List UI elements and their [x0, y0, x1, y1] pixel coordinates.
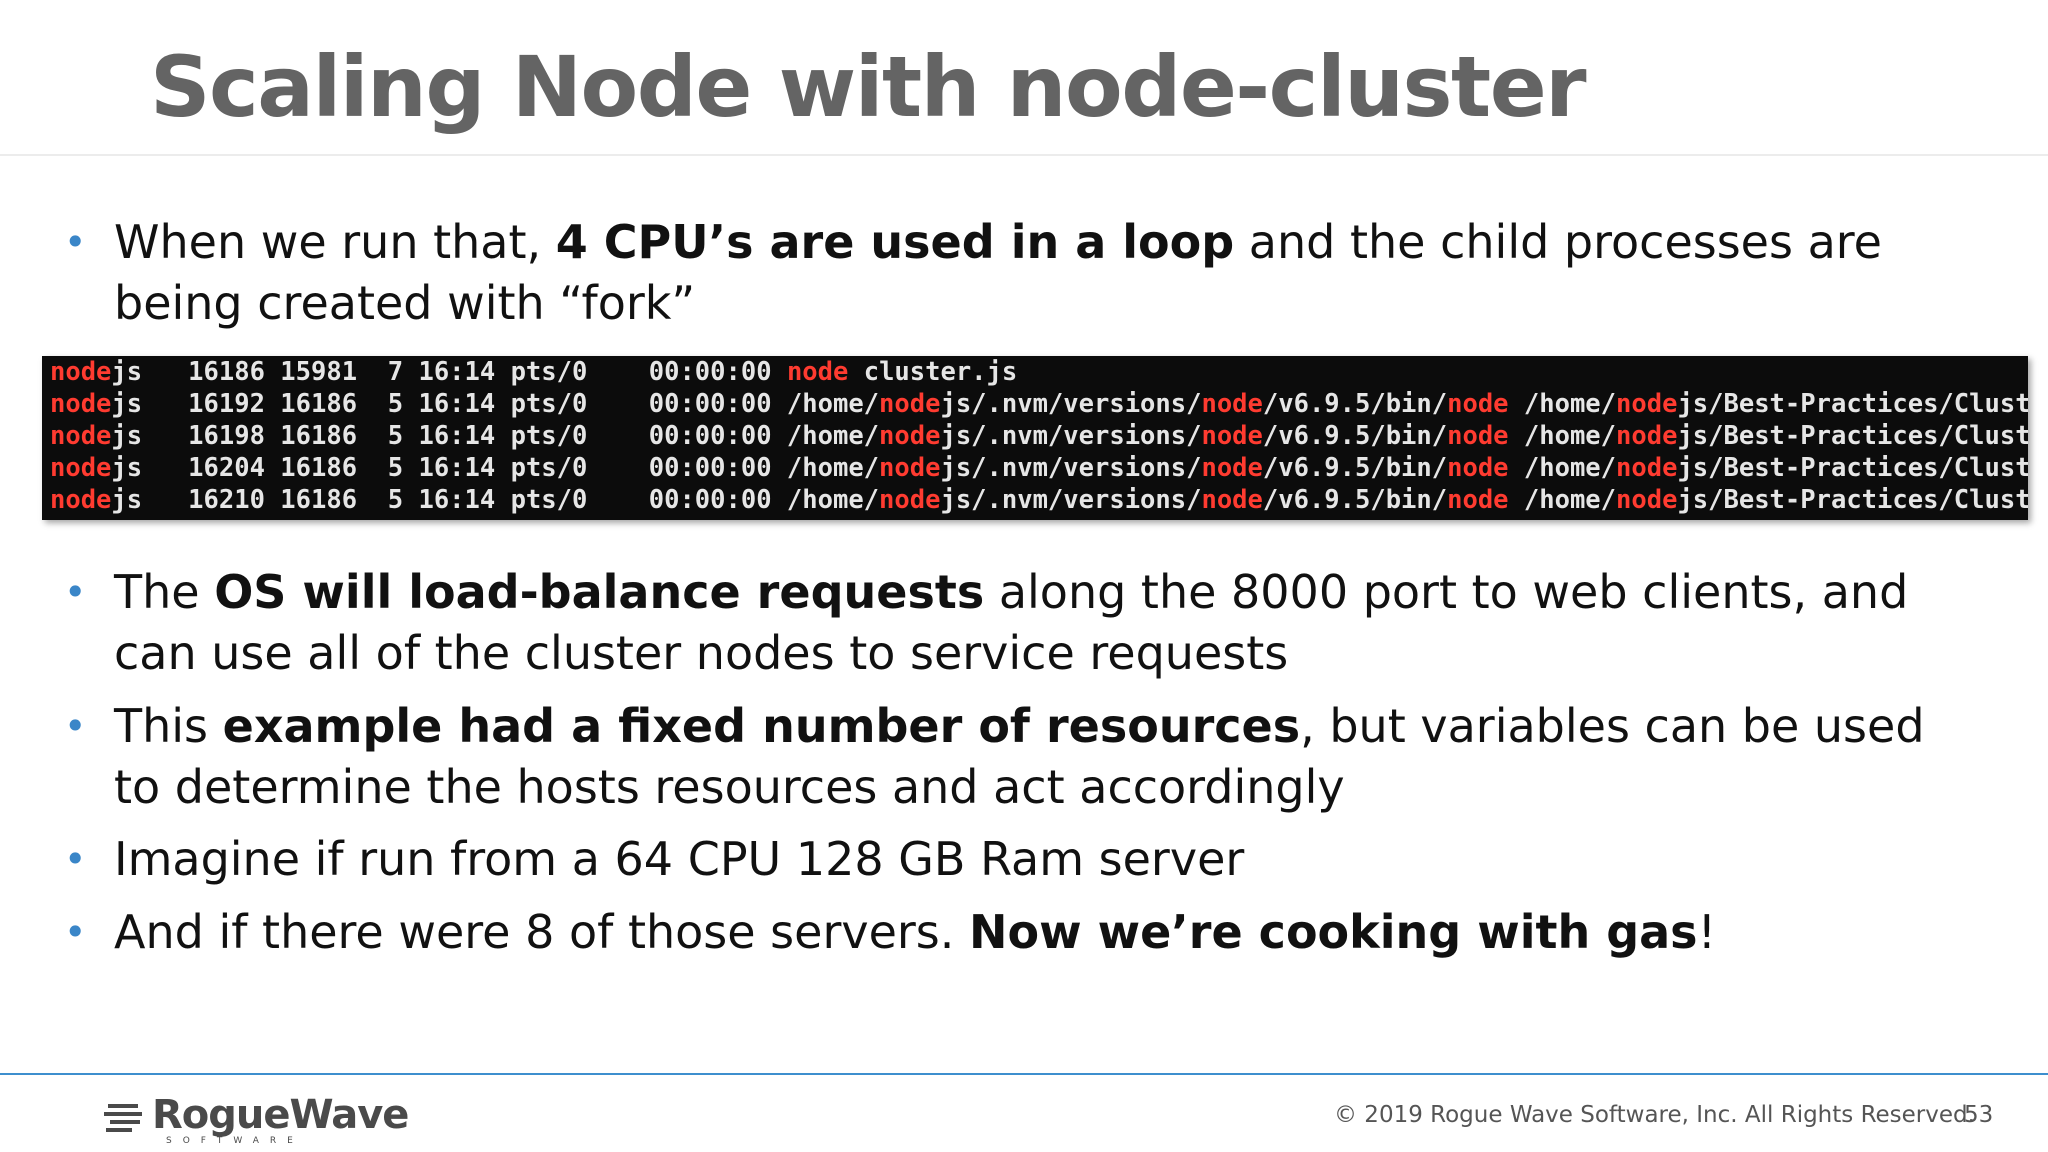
terminal-keyword: node: [1447, 421, 1509, 451]
terminal-text: /v6.9.5/bin/: [1262, 421, 1448, 451]
bullet-segment: Imagine if run from a 64 CPU 128 GB Ram …: [114, 832, 1245, 886]
logo-subtext: SOFTWARE: [166, 1136, 304, 1146]
terminal-text: js/.nvm/versions/: [940, 453, 1202, 483]
bullet-item: • And if there were 8 of those servers. …: [64, 902, 1944, 963]
bullet-segment: This: [114, 699, 223, 753]
terminal-line: nodejs 16204 16186 5 16:14 pts/0 00:00:0…: [50, 452, 2028, 484]
bullet-item: • When we run that, 4 CPU’s are used in …: [64, 212, 1944, 334]
terminal-text: /home/: [1508, 389, 1617, 419]
terminal-keyword: node: [879, 485, 941, 515]
page-number: 53: [1964, 1102, 1994, 1128]
terminal-text: js/.nvm/versions/: [940, 389, 1202, 419]
terminal-text: /v6.9.5/bin/: [1262, 389, 1448, 419]
bullet-dot-icon: •: [64, 704, 87, 748]
terminal-keyword: node: [1616, 421, 1678, 451]
roguewave-logo: RogueWave SOFTWARE: [104, 1090, 409, 1146]
bullet-text: When we run that, 4 CPU’s are used in a …: [114, 215, 1882, 330]
terminal-text: /v6.9.5/bin/: [1262, 485, 1448, 515]
bullet-segment: When we run that,: [114, 215, 556, 269]
terminal-keyword: node: [1447, 485, 1509, 515]
terminal-output: nodejs 16186 15981 7 16:14 pts/0 00:00:0…: [42, 356, 2028, 520]
terminal-keyword: node: [1201, 453, 1263, 483]
bullet-segment: , but variables can be used to determine…: [114, 699, 1925, 814]
bullet-text: The OS will load-balance requests along …: [114, 565, 1908, 680]
bullet-text: This example had a fixed number of resou…: [114, 699, 1925, 814]
bullet-text: And if there were 8 of those servers. No…: [114, 905, 1716, 959]
bullet-item: • The OS will load-balance requests alon…: [64, 562, 1944, 684]
terminal-text: js 16210 16186 5 16:14 pts/0 00:00:00 /h…: [111, 485, 880, 515]
terminal-text: js 16192 16186 5 16:14 pts/0 00:00:00 /h…: [111, 389, 880, 419]
bullet-segment: along the 8000 port to web clients, and …: [114, 565, 1909, 680]
bullet-emphasis: Now we’re cooking with gas: [969, 905, 1698, 959]
terminal-text: js/Best-Practices/ClusterDemo/cluster.js: [1677, 485, 2028, 515]
terminal-keyword: node: [50, 485, 112, 515]
bullet-segment: The: [114, 565, 215, 619]
terminal-text: js 16204 16186 5 16:14 pts/0 00:00:00 /h…: [111, 453, 880, 483]
copyright-notice: © 2019 Rogue Wave Software, Inc. All Rig…: [1334, 1102, 1975, 1128]
bullet-segment: !: [1697, 905, 1717, 959]
bullet-dot-icon: •: [64, 837, 87, 881]
terminal-line: nodejs 16192 16186 5 16:14 pts/0 00:00:0…: [50, 388, 2028, 420]
bullet-segment: and the child processes are being create…: [114, 215, 1882, 330]
terminal-text: js/.nvm/versions/: [940, 485, 1202, 515]
slide-title: Scaling Node with node-cluster: [150, 38, 1587, 136]
bullet-dot-icon: •: [64, 220, 87, 264]
bullet-dot-icon: •: [64, 570, 87, 614]
terminal-keyword: node: [1201, 421, 1263, 451]
bullet-segment: And if there were 8 of those servers.: [114, 905, 969, 959]
terminal-keyword: node: [879, 389, 941, 419]
terminal-text: js 16198 16186 5 16:14 pts/0 00:00:00 /h…: [111, 421, 880, 451]
terminal-keyword: node: [879, 453, 941, 483]
terminal-keyword: node: [786, 357, 849, 387]
bullet-emphasis: 4 CPU’s are used in a loop: [555, 215, 1235, 269]
terminal-keyword: node: [1616, 389, 1678, 419]
terminal-text: /home/: [1508, 453, 1617, 483]
terminal-text: js/Best-Practices/ClusterDemo/cluster.js: [1677, 421, 2028, 451]
terminal-keyword: node: [50, 357, 112, 387]
logo-wordmark: RogueWave: [152, 1092, 409, 1138]
bullet-emphasis: example had a fixed number of resources: [222, 699, 1301, 753]
terminal-keyword: node: [1616, 485, 1678, 515]
bullet-text: Imagine if run from a 64 CPU 128 GB Ram …: [114, 832, 1244, 886]
terminal-keyword: node: [50, 421, 112, 451]
terminal-text: /home/: [1508, 421, 1617, 451]
terminal-keyword: node: [1201, 485, 1263, 515]
terminal-keyword: node: [50, 389, 112, 419]
bullet-item: • Imagine if run from a 64 CPU 128 GB Ra…: [64, 829, 1944, 890]
terminal-text: js/.nvm/versions/: [940, 421, 1202, 451]
bullet-emphasis: OS will load-balance requests: [214, 565, 985, 619]
footer-divider: [0, 1073, 2048, 1075]
terminal-text: js/Best-Practices/ClusterDemo/cluster.js: [1677, 389, 2028, 419]
terminal-keyword: node: [879, 421, 941, 451]
terminal-text: /home/: [1508, 485, 1617, 515]
terminal-text: js/Best-Practices/ClusterDemo/cluster.js: [1677, 453, 2028, 483]
title-divider: [0, 154, 2048, 156]
terminal-text: js 16186 15981 7 16:14 pts/0 00:00:00: [111, 357, 787, 387]
logo-stripes-icon: [104, 1104, 142, 1132]
terminal-keyword: node: [1447, 389, 1509, 419]
terminal-line: nodejs 16210 16186 5 16:14 pts/0 00:00:0…: [50, 484, 2028, 516]
terminal-keyword: node: [1201, 389, 1263, 419]
terminal-keyword: node: [1447, 453, 1509, 483]
terminal-line: nodejs 16198 16186 5 16:14 pts/0 00:00:0…: [50, 420, 2028, 452]
bullet-dot-icon: •: [64, 910, 87, 954]
terminal-keyword: node: [1616, 453, 1678, 483]
terminal-text: cluster.js: [848, 357, 1018, 387]
terminal-line: nodejs 16186 15981 7 16:14 pts/0 00:00:0…: [50, 356, 1017, 388]
terminal-keyword: node: [50, 453, 112, 483]
terminal-text: /v6.9.5/bin/: [1262, 453, 1448, 483]
bullet-item: • This example had a fixed number of res…: [64, 696, 1944, 818]
